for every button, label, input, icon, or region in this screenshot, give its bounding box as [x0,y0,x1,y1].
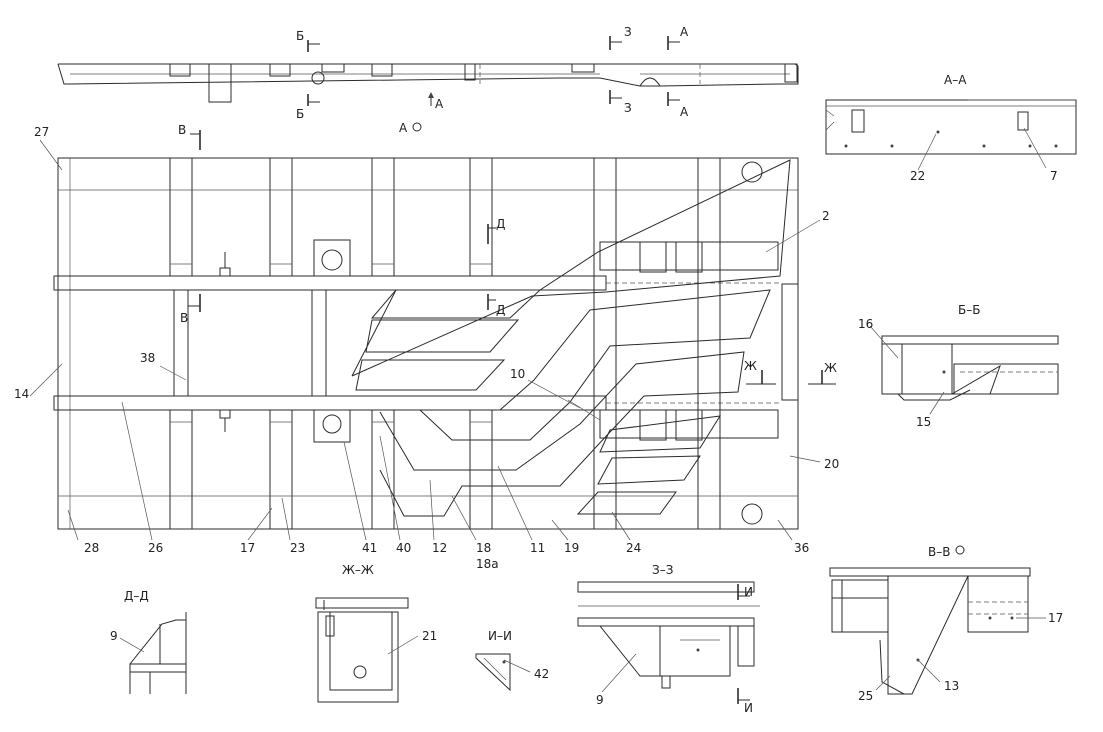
callout-2: 2 [822,209,830,223]
callout-18a: 18а [476,557,499,571]
callout-11: 11 [530,541,545,555]
callout-15: 15 [916,415,931,429]
view-title: З–З [652,563,673,577]
view-title: А–А [944,73,967,87]
section-label: З [624,101,632,115]
section-label: Б [296,29,304,43]
side-elevation-view [57,63,799,103]
callout-23: 23 [290,541,305,555]
section-label: З [624,25,632,39]
callout-40: 40 [396,541,411,555]
view-title: В–В [928,545,950,559]
callout-13: 13 [944,679,959,693]
callout-27: 27 [34,125,49,139]
callout-9b: 9 [596,693,604,707]
section-label: И [744,585,753,599]
view-zz: З–З И И [577,563,760,715]
section-label: В [180,311,188,325]
view-dd: Д–Д [119,589,187,694]
view-title: И–И [488,629,512,643]
callout-38: 38 [140,351,155,365]
callout-12: 12 [432,541,447,555]
view-zhzh: Ж–Ж [315,563,419,703]
view-ii: И–И [475,629,531,692]
callout-42: 42 [534,667,549,681]
arrow-label: А [435,97,444,111]
section-label: Д [496,217,505,231]
section-label: Б [296,107,304,121]
callout-17: 17 [240,541,255,555]
callout-36: 36 [794,541,809,555]
callout-16: 16 [858,317,873,331]
view-vv: В–В [829,545,1046,695]
view-title: Б–Б [958,303,980,317]
view-title: Ж–Ж [342,563,374,577]
plan-view [53,157,799,530]
callout-19: 19 [564,541,579,555]
section-label: А [680,105,689,119]
callout-41: 41 [362,541,377,555]
callout-24: 24 [626,541,641,555]
callout-22: 22 [910,169,925,183]
callout-21: 21 [422,629,437,643]
view-bb: Б–Б [869,303,1059,415]
section-markers-top: Б Б З З А А А А В [178,25,689,150]
callout-20: 20 [824,457,839,471]
callout-28: 28 [84,541,99,555]
leader-lines [29,139,821,541]
section-label: Ж [824,361,837,375]
section-label: Ж [744,359,757,373]
section-label: Д [496,303,505,317]
callout-14: 14 [14,387,29,401]
section-label: А [680,25,689,39]
view-title: Д–Д [124,589,149,603]
view-aa: А–А [825,73,1077,171]
view-label: А [399,121,408,135]
callout-18: 18 [476,541,491,555]
callout-17b: 17 [1048,611,1063,625]
callout-7: 7 [1050,169,1058,183]
section-markers-plan: Д Д В Ж Ж [180,217,837,385]
callout-10: 10 [510,367,525,381]
callout-labels: 27 2 14 38 10 20 28 26 17 23 41 40 12 18… [14,125,1063,707]
callout-9: 9 [110,629,118,643]
callout-25: 25 [858,689,873,703]
callout-26: 26 [148,541,163,555]
section-label: В [178,123,186,137]
section-label: И [744,701,753,715]
